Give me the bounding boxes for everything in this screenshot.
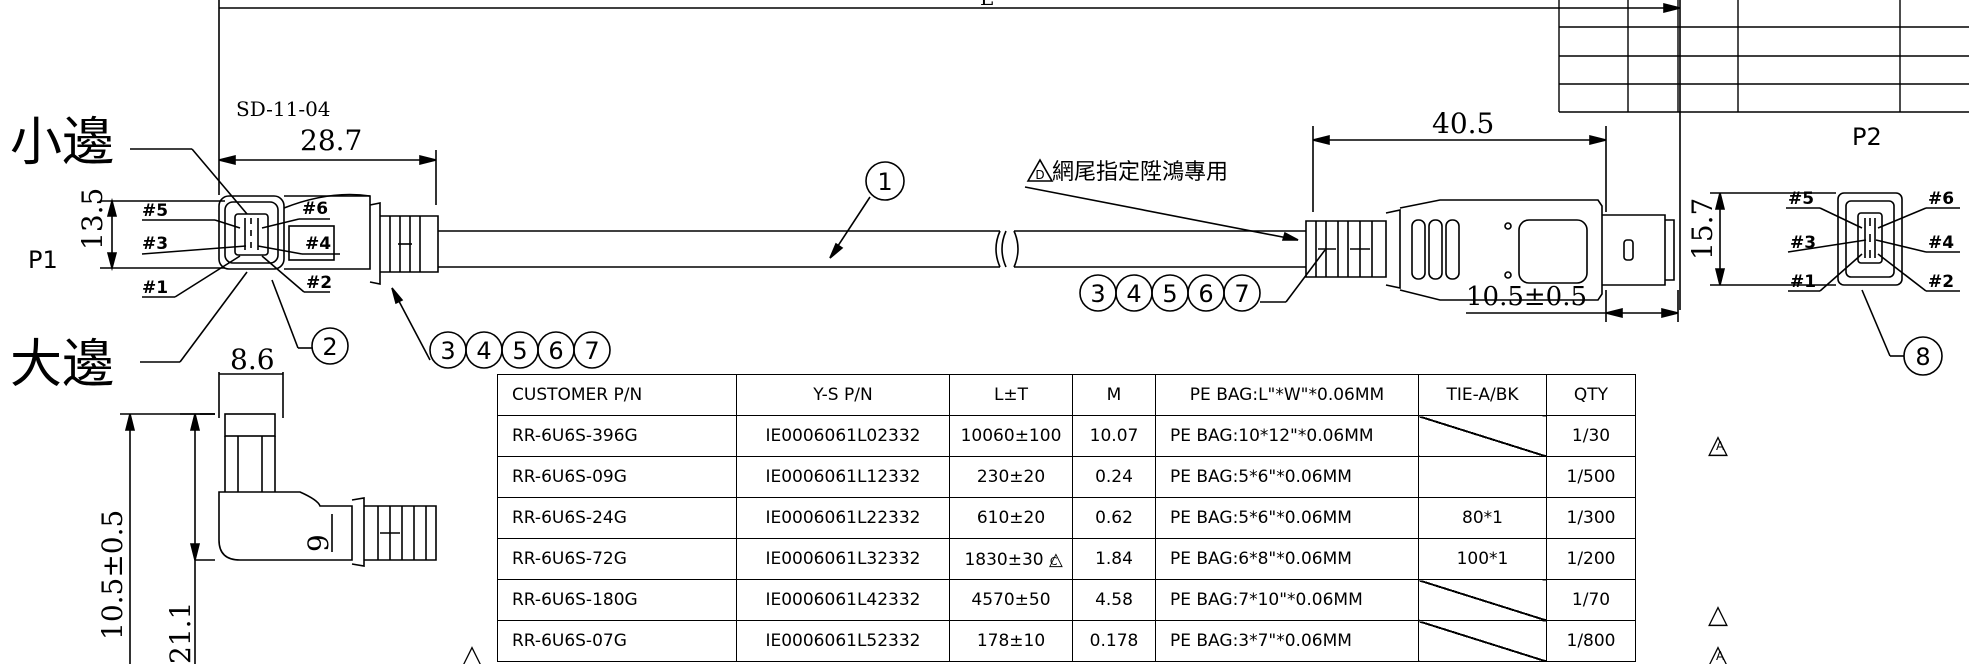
svg-text:5: 5: [1162, 280, 1177, 308]
table-row: RR-6U6S-07G IE0006061L52332 178±10 0.178…: [497, 620, 1636, 662]
large-side-leader-b: [179, 271, 248, 363]
svg-text:10.5±0.5: 10.5±0.5: [96, 510, 129, 640]
svg-text:10.5±0.5: 10.5±0.5: [1466, 282, 1587, 312]
dimension-13-5: 13.5: [76, 188, 225, 272]
length-label: L: [980, 0, 993, 10]
side-view-connector: [120, 413, 437, 567]
balloons-3-7-right: 3 4 5 6 7: [1079, 249, 1326, 312]
p2-pin-leaders: [1786, 207, 1960, 292]
svg-text:15.7: 15.7: [1686, 198, 1719, 260]
balloons-3-7-left: 3 4 5 6 7: [391, 287, 611, 369]
svg-text:#2: #2: [1928, 272, 1954, 292]
svg-text:#5: #5: [1788, 189, 1814, 209]
svg-text:5: 5: [512, 337, 527, 365]
rev-c-marker: △C: [1049, 548, 1063, 570]
rev-marker-row5: △: [1708, 600, 1728, 630]
svg-text:13.5: 13.5: [76, 188, 109, 250]
table-header-row: CUSTOMER P/N Y-S P/N L±T M PE BAG:L"*W"*…: [497, 374, 1636, 416]
svg-text:#2: #2: [306, 273, 332, 293]
svg-text:7: 7: [584, 337, 599, 365]
balloon-8: 8: [1861, 289, 1943, 376]
dimension-10-5-bottom: 10.5±0.5: [1466, 282, 1679, 322]
svg-text:#1: #1: [142, 278, 168, 298]
svg-text:3: 3: [440, 337, 455, 365]
dimension-15-7: 15.7: [1686, 192, 1836, 286]
svg-text:#4: #4: [305, 234, 331, 254]
table-row: RR-6U6S-396G IE0006061L02332 10060±100 1…: [497, 415, 1636, 457]
dimension-10-5-side: 10.5±0.5: [96, 413, 136, 664]
p2-label: P2: [1852, 123, 1882, 151]
svg-text:21.1: 21.1: [164, 602, 197, 664]
table-row: RR-6U6S-72G IE0006061L32332 1830±30 △C 1…: [497, 538, 1636, 580]
left-strain-relief: [369, 202, 439, 285]
header-ys-pn: Y-S P/N: [736, 374, 950, 416]
svg-text:6: 6: [548, 337, 563, 365]
parts-table: CUSTOMER P/N Y-S P/N L±T M PE BAG:L"*W"*…: [497, 374, 1636, 662]
table-row: RR-6U6S-09G IE0006061L12332 230±20 0.24 …: [497, 456, 1636, 498]
p1-label: P1: [28, 246, 58, 274]
svg-text:4: 4: [1126, 280, 1141, 308]
svg-text:8.6: 8.6: [230, 343, 275, 376]
table-row: RR-6U6S-180G IE0006061L42332 4570±50 4.5…: [497, 579, 1636, 621]
small-side-label: 小邊: [10, 113, 114, 173]
svg-text:4: 4: [476, 337, 491, 365]
dimension-28-7: 28.7: [218, 124, 437, 205]
header-tie: TIE-A/BK: [1418, 374, 1547, 416]
part-ref-label: SD-11-04: [236, 97, 331, 121]
svg-text:#1: #1: [1790, 272, 1816, 292]
svg-text:40.5: 40.5: [1432, 107, 1494, 140]
revision-block: [1558, 0, 1969, 113]
svg-text:#3: #3: [142, 234, 168, 254]
rev-marker-row6-left: △: [462, 640, 482, 664]
svg-text:7: 7: [1234, 280, 1249, 308]
svg-text:#6: #6: [302, 199, 328, 219]
svg-text:D: D: [1035, 168, 1044, 182]
header-pe-bag: PE BAG:L"*W"*0.06MM: [1155, 374, 1419, 416]
right-connector: [1305, 199, 1675, 301]
p1-connector-face: [218, 193, 371, 270]
dimension-9: 9: [302, 514, 335, 552]
header-lt: L±T: [949, 374, 1073, 416]
p1-pin-labels: #5 #6 #3 #4 #1 #2: [142, 199, 332, 298]
table-row: RR-6U6S-24G IE0006061L22332 610±20 0.62 …: [497, 497, 1636, 539]
svg-text:#4: #4: [1928, 233, 1954, 253]
p1-pin-leaders: [141, 218, 340, 298]
svg-text:2: 2: [322, 333, 337, 361]
svg-text:3: 3: [1090, 280, 1105, 308]
svg-text:#6: #6: [1928, 189, 1954, 209]
cable: [438, 230, 1306, 268]
balloon-2: 2: [271, 279, 349, 365]
rev-marker-row1: △A: [1708, 430, 1728, 460]
header-customer-pn: CUSTOMER P/N: [497, 374, 737, 416]
svg-text:8: 8: [1915, 343, 1930, 371]
dimension-21-1: 21.1: [164, 413, 215, 664]
p2-connector-face: [1837, 192, 1903, 286]
svg-text:#5: #5: [142, 201, 168, 221]
dimension-8-6: 8.6: [218, 343, 284, 418]
rev-marker-row6: △A: [1708, 640, 1728, 664]
dimension-40-5: 40.5: [1312, 107, 1607, 212]
balloon-1: 1: [829, 161, 905, 259]
header-m: M: [1072, 374, 1156, 416]
svg-text:網尾指定陞鴻專用: 網尾指定陞鴻專用: [1052, 160, 1228, 185]
svg-text:1: 1: [877, 168, 892, 196]
header-qty: QTY: [1546, 374, 1636, 416]
note-d: D 網尾指定陞鴻專用: [1024, 158, 1299, 241]
large-side-label: 大邊: [10, 335, 114, 395]
svg-text:9: 9: [302, 534, 335, 552]
svg-text:28.7: 28.7: [300, 124, 362, 157]
svg-text:6: 6: [1198, 280, 1213, 308]
p2-pin-labels: #5 #6 #3 #4 #1 #2: [1788, 189, 1954, 292]
overall-length-dimension: L: [218, 0, 1681, 310]
